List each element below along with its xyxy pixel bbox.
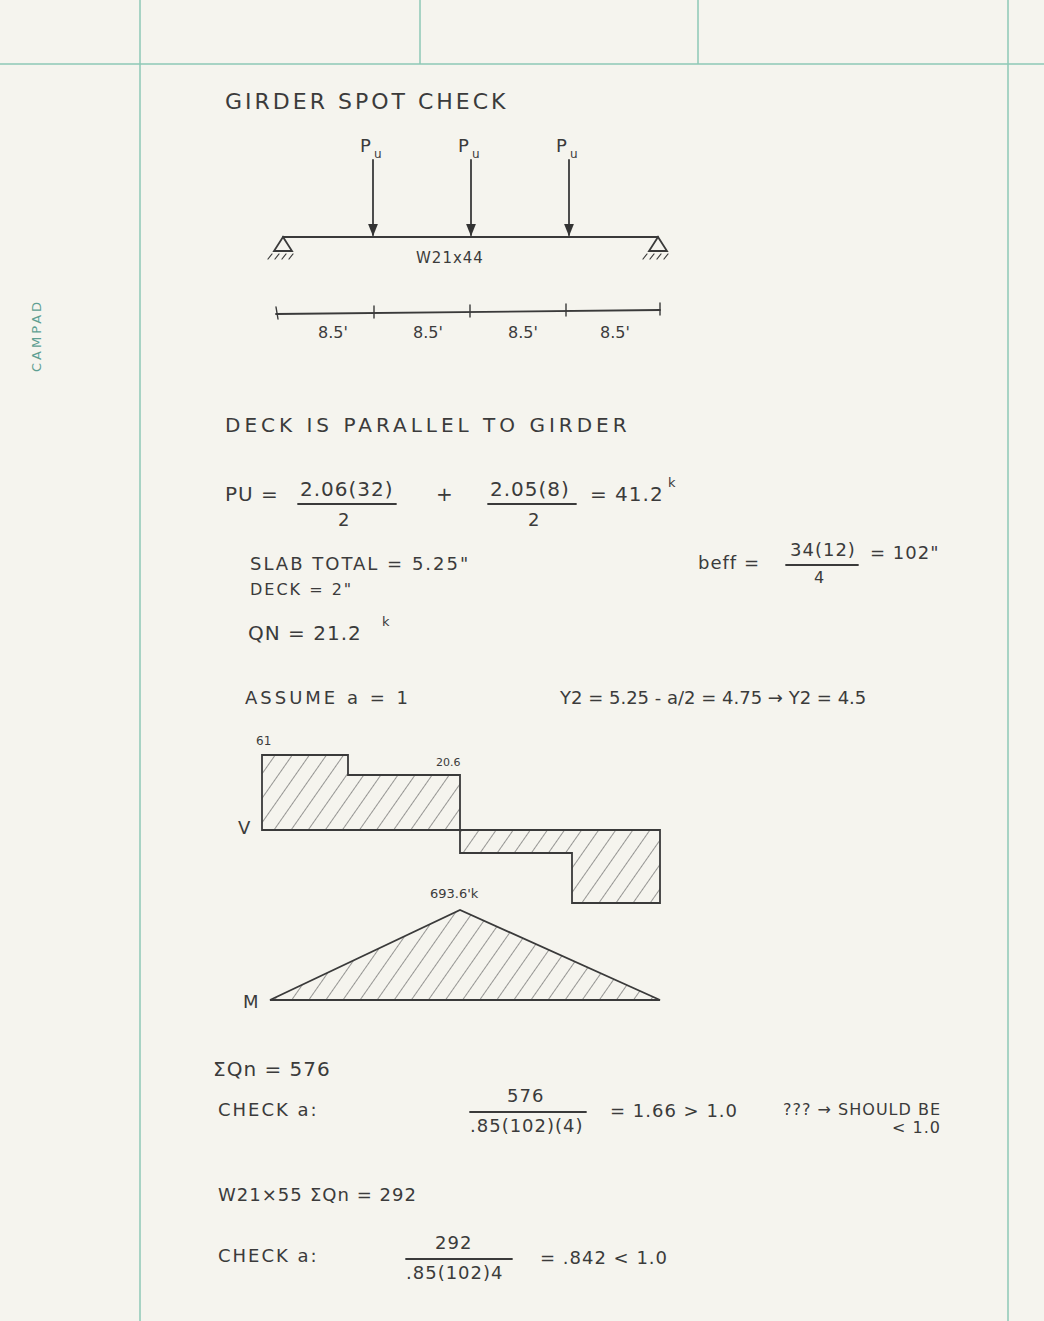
handwritten-note: M	[243, 992, 259, 1012]
handwritten-note: +	[436, 483, 453, 505]
handwritten-note: W21×55	[218, 1185, 303, 1205]
handwritten-note: ??? → SHOULD BE < 1.0	[776, 1101, 941, 1136]
pin-support	[649, 237, 667, 251]
shear-diagram	[460, 830, 660, 903]
handwritten-note: PU =	[225, 483, 279, 505]
handwritten-note: CHECK a:	[218, 1246, 319, 1266]
ink	[262, 160, 858, 1259]
handwritten-note: .85(102)4	[406, 1263, 503, 1283]
handwritten-note: 8.5'	[600, 324, 630, 342]
handwritten-note: beff =	[698, 553, 760, 573]
handwritten-note: 693.6'k	[430, 887, 478, 901]
handwritten-note: k	[668, 476, 676, 490]
shear-diagram	[262, 755, 460, 830]
handwritten-note: k	[382, 615, 390, 629]
handwritten-note: DECK IS PARALLEL TO GIRDER	[225, 414, 631, 436]
handwritten-note: 8.5'	[413, 324, 443, 342]
handwritten-note: u	[570, 148, 578, 161]
handwritten-note: 2.05(8)	[490, 478, 570, 500]
handwritten-note: ΣQn = 292	[310, 1185, 417, 1205]
beam	[283, 236, 658, 238]
sheet-title: GIRDER SPOT CHECK	[225, 90, 509, 114]
handwritten-note: = 41.2	[590, 483, 664, 505]
load-arrow	[470, 160, 472, 235]
handwritten-note: = 102"	[870, 543, 939, 563]
handwritten-note: 20.6	[436, 757, 461, 769]
handwritten-note: DECK = 2"	[250, 581, 353, 599]
handwritten-note: u	[374, 148, 382, 161]
handwritten-note: P	[458, 136, 469, 156]
handwritten-note: 34(12)	[790, 540, 856, 560]
handwritten-note: 4	[814, 569, 824, 587]
handwritten-note: 576	[507, 1086, 544, 1106]
handwritten-note: u	[472, 148, 480, 161]
handwritten-note: P	[556, 136, 567, 156]
handwritten-note: 8.5'	[318, 324, 348, 342]
handwritten-note: 2	[338, 510, 349, 530]
handwritten-note: ΣQn = 576	[213, 1058, 331, 1080]
handwritten-note: 2	[528, 510, 539, 530]
handwritten-note: CHECK a:	[218, 1100, 319, 1120]
watermark: CAMPAD	[30, 299, 44, 372]
handwritten-note: SLAB TOTAL = 5.25"	[250, 554, 470, 574]
load-arrow	[372, 160, 374, 235]
handwritten-note: .85(102)(4)	[470, 1116, 584, 1136]
handwritten-note: 2.06(32)	[300, 478, 394, 500]
handwritten-note: = .842 < 1.0	[540, 1248, 668, 1268]
handwritten-note: W21x44	[416, 250, 484, 267]
handwritten-note: 8.5'	[508, 324, 538, 342]
handwritten-note: QN = 21.2	[248, 622, 362, 644]
handwritten-note: = 1.66 > 1.0	[610, 1101, 738, 1121]
dimension-line	[276, 310, 660, 314]
handwritten-note: V	[238, 818, 250, 838]
load-arrow	[568, 160, 570, 235]
pin-support	[274, 237, 292, 251]
handwritten-note: P	[360, 136, 371, 156]
handwritten-note: ASSUME a = 1	[245, 688, 411, 708]
handwritten-note: 61	[256, 735, 271, 748]
moment-diagram	[270, 910, 660, 1000]
handwritten-note: 292	[435, 1233, 472, 1253]
handwritten-note: Y2 = 5.25 - a/2 = 4.75 → Y2 = 4.5	[560, 688, 866, 708]
